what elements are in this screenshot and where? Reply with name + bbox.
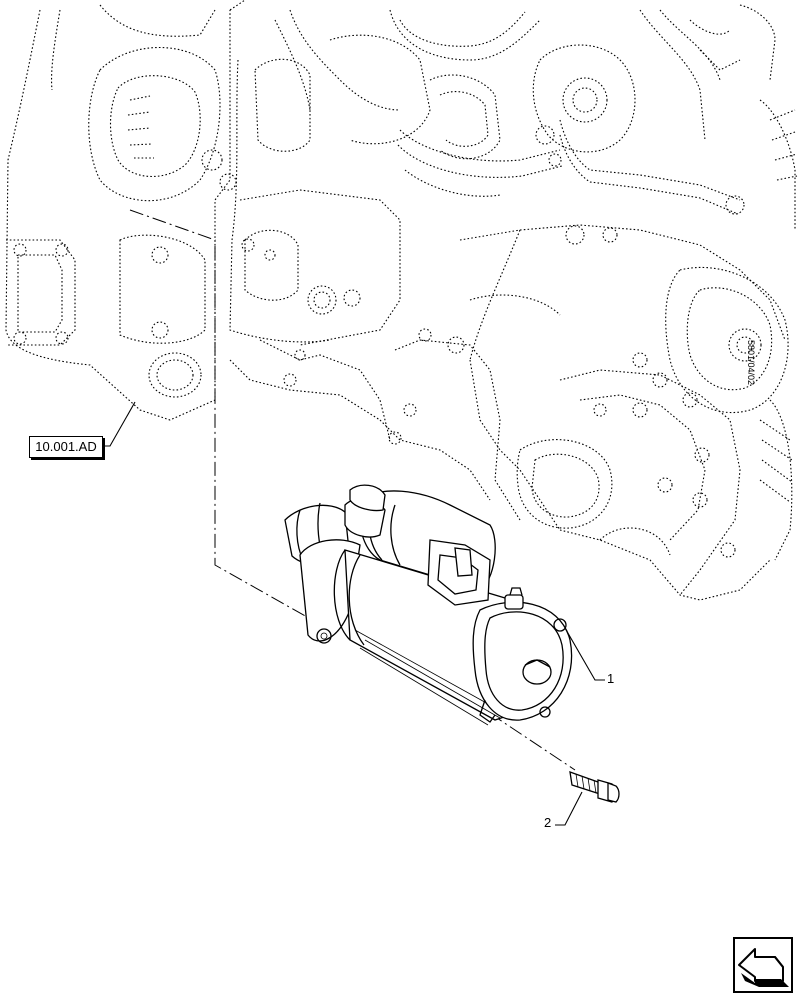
- assembly-line-left: [129, 209, 331, 631]
- callout-2: 2: [544, 815, 552, 830]
- reference-label-box[interactable]: 10.001.AD: [29, 436, 103, 458]
- starter-motor[interactable]: [284, 484, 573, 726]
- back-navigation-button[interactable]: [733, 937, 795, 994]
- leader-line-ref: [101, 401, 136, 447]
- engine-block-outline: 5801/04/02: [5, 0, 798, 601]
- assembly-line-bolt: [469, 699, 576, 771]
- reference-label: 10.001.AD: [35, 439, 97, 454]
- flange-bolt[interactable]: [569, 771, 620, 803]
- callout-1: 1: [607, 671, 615, 686]
- leader-line-2: [555, 791, 583, 826]
- engine-stamp: 5801/04/02: [746, 340, 756, 385]
- leader-line-1: [564, 627, 605, 681]
- arrow-left-icon: [733, 937, 793, 993]
